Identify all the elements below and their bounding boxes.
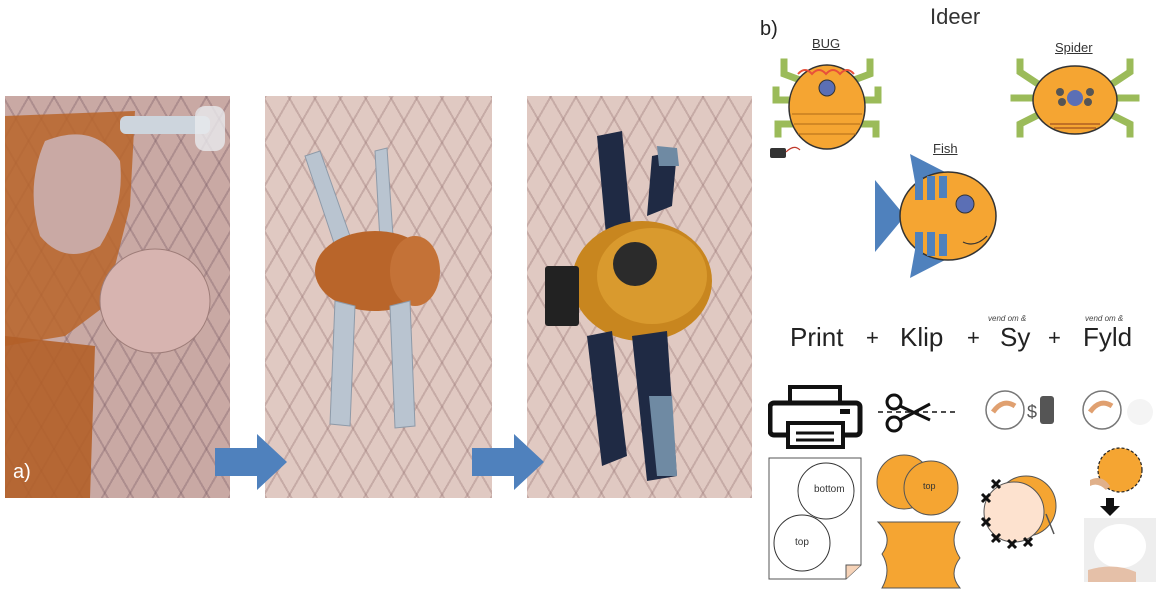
stuffing-icon — [1082, 390, 1153, 430]
step-sy-note: vend om & — [988, 314, 1027, 323]
cut-top-label: top — [923, 481, 936, 491]
pattern-sheet — [768, 457, 862, 580]
photo-finished-turtle — [527, 96, 752, 498]
plus-sign: + — [967, 325, 980, 350]
plus-sign: + — [866, 325, 879, 350]
step-klip-label: Klip — [900, 322, 944, 352]
scissors-icon — [878, 393, 956, 433]
sewn-piece — [980, 475, 1057, 550]
fabric-cutting-illustration — [5, 106, 225, 498]
pattern-bottom-label: bottom — [814, 484, 845, 495]
fish-icon — [875, 154, 997, 278]
printer-icon — [768, 385, 863, 449]
panel-b-label: b) — [760, 18, 778, 40]
idea-spider-label: Spider — [1055, 40, 1093, 55]
stuffing-piece — [1084, 447, 1156, 582]
idea-fish-label: Fish — [933, 141, 958, 156]
photo-pieces-layout — [265, 96, 492, 498]
finished-turtle-illustration — [545, 131, 712, 481]
step-print-label: Print — [790, 322, 844, 352]
pieces-layout-illustration — [304, 147, 440, 429]
ideas-title: Ideer — [930, 4, 981, 29]
pattern-top-label: top — [795, 537, 809, 548]
step-sy-label: Sy — [1000, 322, 1031, 352]
panel-a-label: a) — [13, 461, 31, 483]
step-fyld-label: Fyld — [1083, 322, 1133, 352]
arrow-right-icon — [215, 434, 287, 490]
idea-bug-label: BUG — [812, 36, 841, 51]
plus-sign: + — [1048, 325, 1061, 350]
svg-text:$: $ — [1027, 402, 1037, 422]
photo-fabric-cutting: a) — [5, 96, 230, 498]
spider-icon — [1010, 58, 1140, 138]
step-fyld-note: vend om & — [1085, 314, 1124, 323]
bug-icon — [770, 58, 882, 158]
arrow-right-icon — [472, 434, 544, 490]
cut-pieces — [876, 454, 962, 589]
sewing-icon: $ — [985, 390, 1054, 430]
